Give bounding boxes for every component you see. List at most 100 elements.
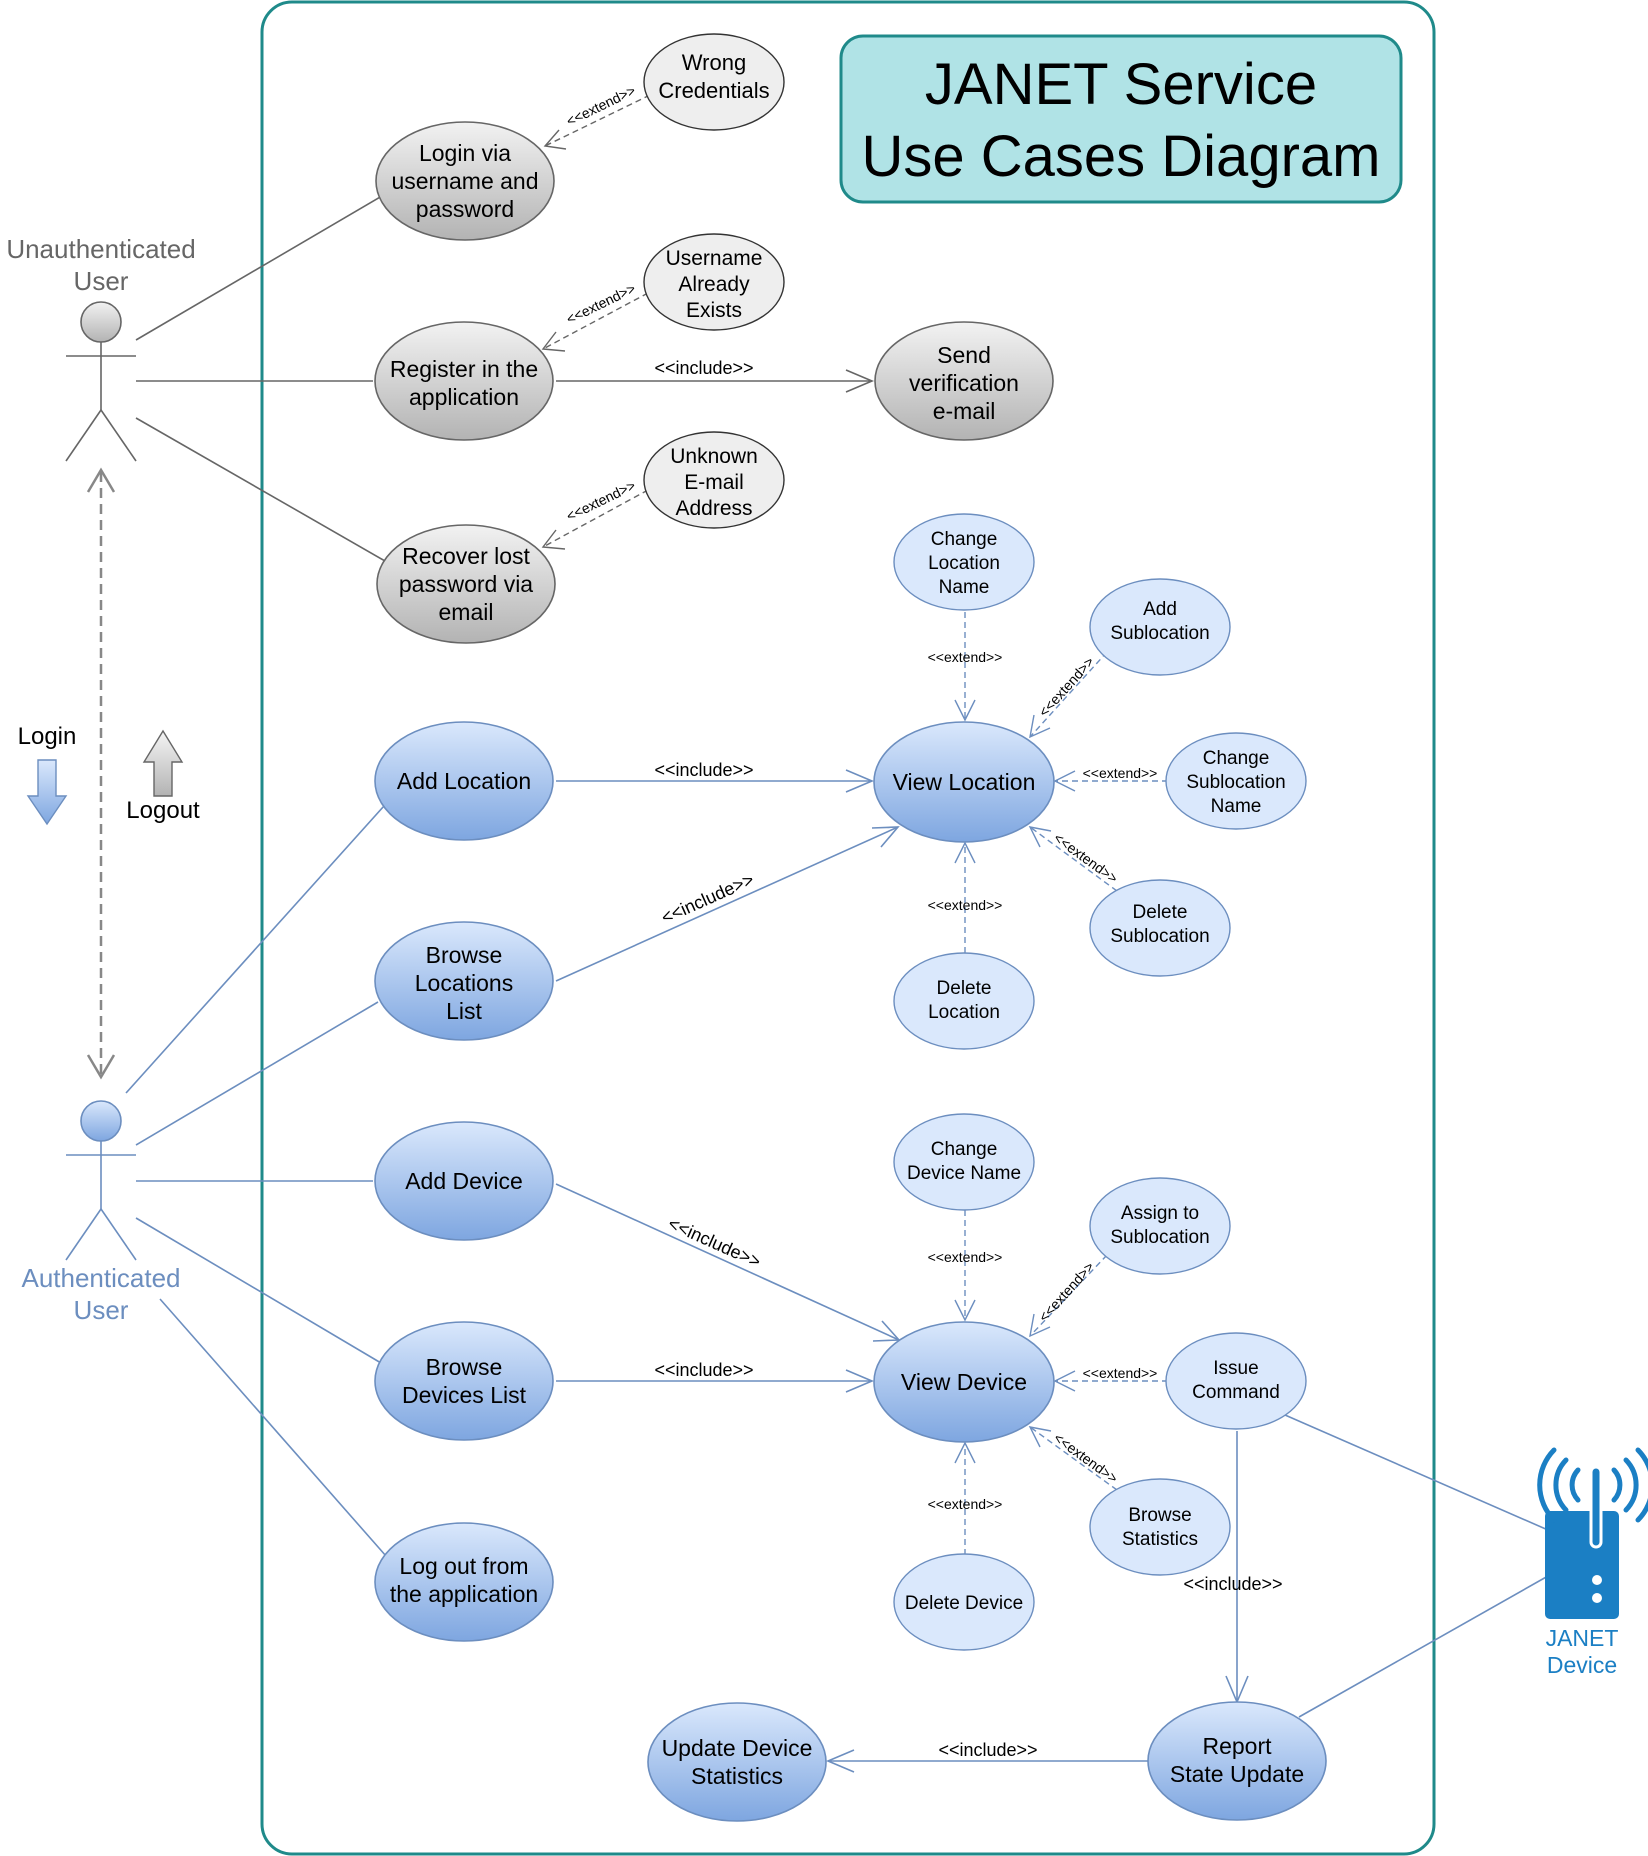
svg-text:Locations: Locations [415, 970, 513, 996]
use-case-wrong-credentials[interactable]: Wrong Credentials [643, 33, 785, 131]
use-case-login[interactable]: Login via username and password [375, 121, 555, 241]
label-extend: <<extend>> [928, 1496, 1003, 1512]
extend-change-sublocation-name [1053, 770, 1168, 792]
label-include: <<include>> [654, 1360, 753, 1380]
svg-text:View Location: View Location [893, 769, 1036, 795]
svg-text:List: List [446, 998, 482, 1024]
use-case-change-location-name[interactable]: Change Location Name [893, 513, 1035, 611]
actor-janet-device[interactable]: JANET Device [1537, 1447, 1648, 1678]
extend-unknown-email [541, 489, 649, 550]
svg-text:application: application [409, 384, 519, 410]
extend-assign-sublocation [1029, 1254, 1108, 1338]
use-case-unknown-email[interactable]: Unknown E-mail Address [643, 431, 785, 529]
svg-text:Recover lost: Recover lost [402, 543, 530, 569]
use-case-add-device[interactable]: Add Device [374, 1121, 554, 1241]
use-case-view-device[interactable]: View Device [873, 1321, 1055, 1443]
svg-text:Assign to: Assign to [1121, 1203, 1199, 1224]
use-case-add-location[interactable]: Add Location [374, 721, 554, 841]
include-add-location-view [556, 769, 875, 793]
extend-change-location-name [954, 612, 976, 722]
svg-text:Add Device: Add Device [405, 1168, 523, 1194]
down-arrow-icon [26, 759, 68, 826]
label-extend: <<extend>> [1083, 1365, 1158, 1381]
svg-text:Statistics: Statistics [1122, 1529, 1198, 1550]
use-case-report-state[interactable]: Report State Update [1147, 1701, 1327, 1821]
extend-browse-statistics [1028, 1426, 1118, 1491]
svg-text:View Device: View Device [901, 1369, 1027, 1395]
svg-text:Sublocation: Sublocation [1110, 623, 1209, 644]
use-case-register[interactable]: Register in the application [374, 321, 554, 441]
svg-text:Send: Send [937, 342, 991, 368]
extend-add-sublocation [1029, 651, 1108, 739]
assoc-unauth-login [135, 195, 383, 341]
svg-text:Location: Location [928, 553, 1000, 574]
diagram-title: JANET Service Use Cases Diagram [839, 34, 1403, 204]
svg-text:password via: password via [399, 571, 533, 597]
use-case-update-statistics[interactable]: Update Device Statistics [647, 1702, 827, 1822]
svg-text:Browse: Browse [1128, 1505, 1191, 1526]
up-arrow-icon [142, 729, 184, 797]
svg-text:User: User [74, 266, 129, 296]
label-extend: <<extend>> [928, 1249, 1003, 1265]
use-case-browse-locations[interactable]: Browse Locations List [374, 921, 554, 1041]
use-case-change-device-name[interactable]: Change Device Name [893, 1113, 1035, 1211]
svg-text:Unauthenticated: Unauthenticated [6, 234, 195, 264]
svg-text:Address: Address [675, 497, 752, 520]
use-case-logout[interactable]: Log out from the application [374, 1522, 554, 1642]
svg-text:Command: Command [1192, 1382, 1280, 1403]
svg-text:Device: Device [1547, 1652, 1617, 1678]
svg-text:Update Device: Update Device [662, 1735, 813, 1761]
svg-text:Username: Username [666, 247, 763, 270]
use-case-browse-devices[interactable]: Browse Devices List [374, 1321, 554, 1441]
svg-text:Sublocation: Sublocation [1186, 772, 1285, 793]
use-case-delete-location[interactable]: Delete Location [893, 952, 1035, 1050]
svg-text:e-mail: e-mail [933, 398, 996, 424]
title-line-2: Use Cases Diagram [862, 124, 1381, 189]
include-register-verification [556, 369, 875, 393]
svg-text:Name: Name [939, 577, 990, 598]
include-browse-locations-view [555, 826, 900, 982]
svg-text:Change: Change [931, 1139, 998, 1160]
svg-text:User: User [74, 1295, 129, 1325]
assoc-unauth-recover [135, 417, 386, 562]
assoc-auth-add-location [125, 805, 385, 1094]
associations [125, 195, 1549, 1718]
label-extend: <<extend>> [928, 649, 1003, 665]
use-case-assign-sublocation[interactable]: Assign to Sublocation [1089, 1177, 1231, 1275]
svg-text:Browse: Browse [426, 942, 503, 968]
stick-figure-icon [65, 301, 137, 462]
svg-text:password: password [416, 196, 514, 222]
login-logout-transition [86, 467, 116, 1080]
actor-unauthenticated-user[interactable]: Unauthenticated User [6, 234, 196, 462]
assoc-auth-browse-devices [135, 1217, 382, 1364]
use-case-issue-command[interactable]: Issue Command [1165, 1332, 1307, 1430]
svg-text:Statistics: Statistics [691, 1763, 783, 1789]
actor-authenticated-user[interactable]: Authenticated User [21, 1100, 181, 1325]
assoc-issue-command-device [1284, 1414, 1549, 1531]
svg-text:the application: the application [390, 1581, 538, 1607]
assoc-auth-logout [159, 1298, 387, 1557]
use-case-add-sublocation[interactable]: Add Sublocation [1089, 578, 1231, 676]
svg-text:Change: Change [1203, 748, 1270, 769]
svg-text:username and: username and [391, 168, 538, 194]
use-case-recover-password[interactable]: Recover lost password via email [376, 524, 556, 644]
svg-text:Unknown: Unknown [670, 445, 758, 468]
svg-text:verification: verification [909, 370, 1019, 396]
svg-text:Delete: Delete [1133, 902, 1188, 923]
use-case-username-exists[interactable]: Username Already Exists [643, 233, 785, 331]
svg-text:Already: Already [678, 273, 750, 296]
extend-delete-device [954, 1441, 976, 1555]
extend-wrong-credentials [543, 94, 651, 150]
use-case-browse-statistics[interactable]: Browse Statistics [1089, 1478, 1231, 1576]
use-case-view-location[interactable]: View Location [873, 721, 1055, 843]
use-case-change-sublocation-name[interactable]: Change Sublocation Name [1165, 732, 1307, 830]
extend-change-device-name [954, 1210, 976, 1322]
system-boundary [260, 0, 1436, 1856]
use-case-delete-sublocation[interactable]: Delete Sublocation [1089, 879, 1231, 977]
use-case-delete-device[interactable]: Delete Device [893, 1553, 1035, 1651]
svg-text:Delete: Delete [937, 978, 992, 999]
svg-text:Exists: Exists [686, 299, 742, 322]
svg-text:Credentials: Credentials [658, 78, 769, 103]
use-case-send-verification[interactable]: Send verification e-mail [874, 321, 1054, 441]
